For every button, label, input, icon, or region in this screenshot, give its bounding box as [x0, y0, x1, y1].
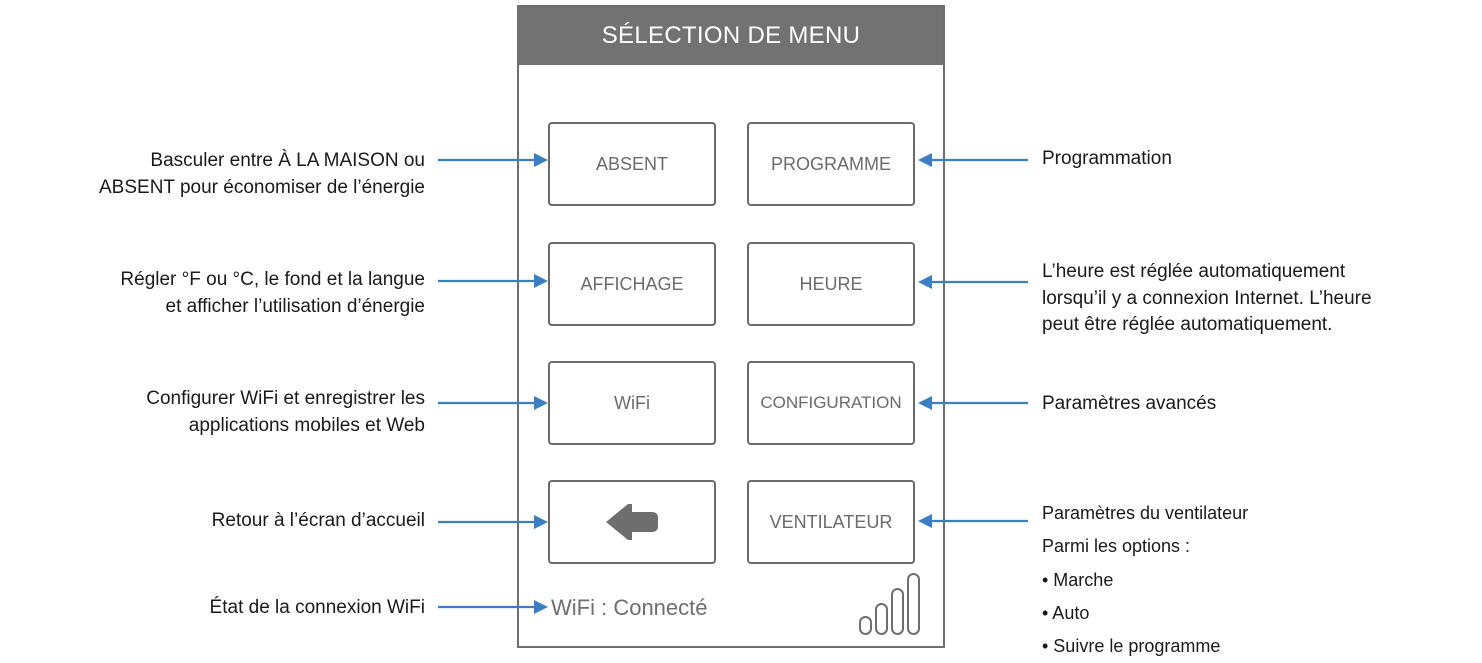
callout-affichage: Régler °F ou °C, le fond et la langue et… — [120, 269, 425, 317]
absent-button[interactable]: ABSENT — [548, 122, 716, 206]
callout-configuration: Paramètres avancés — [1042, 393, 1217, 414]
callout-programme: Programmation — [1042, 148, 1172, 169]
callout-back: Retour à l’écran d’accueil — [211, 510, 425, 531]
wifi-button[interactable]: WiFi — [548, 361, 716, 445]
back-button[interactable] — [548, 480, 716, 564]
callout-absent: Basculer entre À LA MAISON ou ABSENT pou… — [99, 150, 425, 198]
left-arrow-icon — [606, 504, 658, 540]
callout-wifi: Configurer WiFi et enregistrer les appli… — [146, 388, 425, 436]
configuration-button[interactable]: CONFIGURATION — [747, 361, 915, 445]
signal-bars-icon — [859, 573, 920, 635]
affichage-button[interactable]: AFFICHAGE — [548, 242, 716, 326]
callout-ventilateur: Paramètres du ventilateur Parmi les opti… — [1042, 503, 1249, 657]
callout-heure: L’heure est réglée automatiquement lorsq… — [1042, 261, 1372, 336]
heure-button[interactable]: HEURE — [747, 242, 915, 326]
ventilateur-button[interactable]: VENTILATEUR — [747, 480, 915, 564]
wifi-status: WiFi : Connecté — [551, 595, 708, 620]
callout-status: État de la connexion WiFi — [209, 597, 425, 618]
thermostat-screen: SÉLECTION DE MENU ABSENT PROGRAMME AFFIC… — [517, 5, 945, 648]
programme-button[interactable]: PROGRAMME — [747, 122, 915, 206]
screen-title: SÉLECTION DE MENU — [519, 7, 943, 65]
